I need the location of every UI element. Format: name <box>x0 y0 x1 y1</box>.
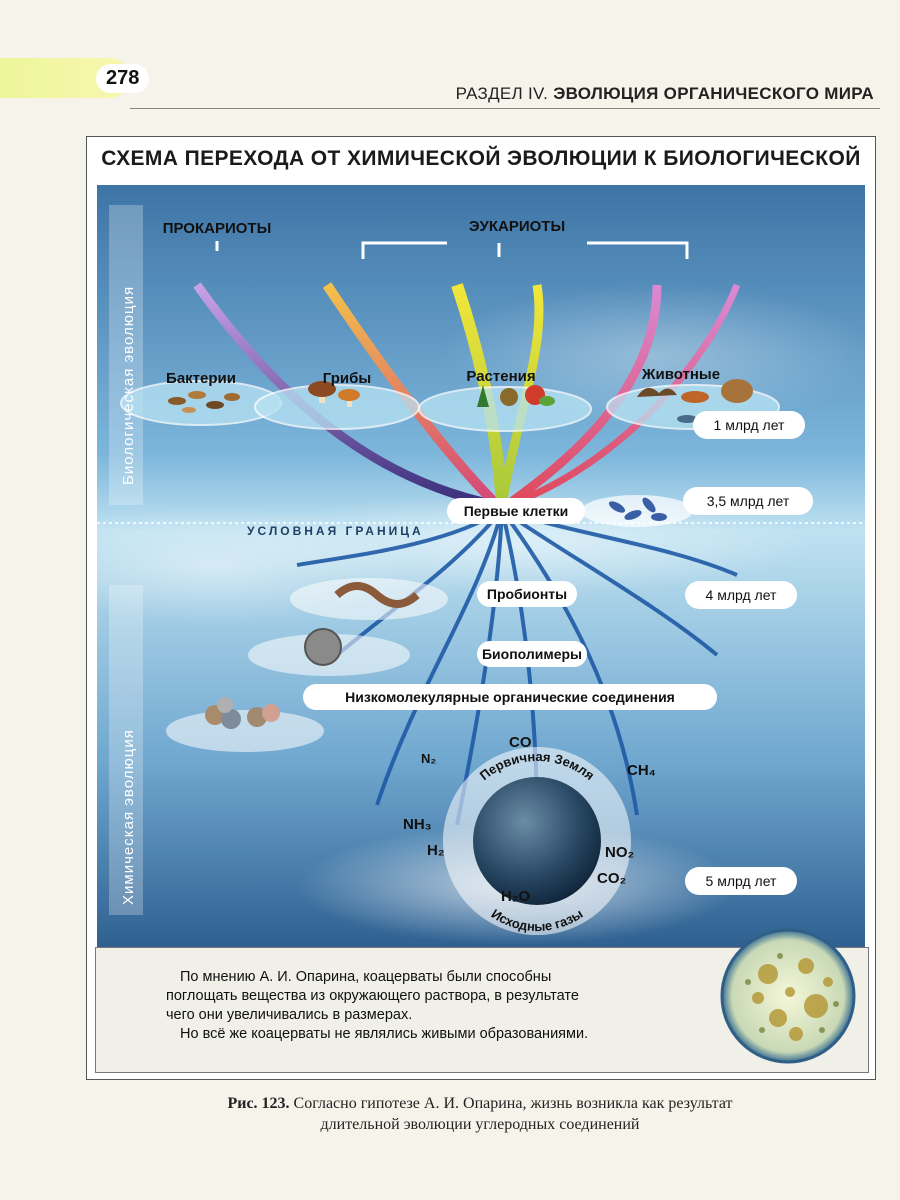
side-label-chemical: Химическая эволюция <box>120 729 137 905</box>
label-fungi: Грибы <box>323 370 371 387</box>
page-number: 278 <box>96 64 150 93</box>
section-name: ЭВОЛЮЦИЯ ОРГАНИЧЕСКОГО МИРА <box>553 84 874 103</box>
pill-first-cells <box>447 498 585 524</box>
gas-nh3: NH₃ <box>403 816 432 833</box>
label-animals: Животные <box>641 366 720 383</box>
header-rule <box>130 108 880 109</box>
note-line: По мнению А. И. Опарина, коацерваты были… <box>180 969 552 985</box>
gas-h2: H₂ <box>427 842 445 859</box>
gas-co2: CO₂ <box>597 870 626 887</box>
branch-plants-2 <box>497 284 544 506</box>
plant-icon <box>477 385 555 407</box>
caption-label: Рис. 123. <box>227 1095 290 1112</box>
branch-bacteria <box>193 282 498 510</box>
time-35: 3,5 млрд лет <box>707 493 790 509</box>
figure-caption: Рис. 123. Согласно гипотезе А. И. Опарин… <box>130 1093 830 1135</box>
evolution-diagram: ПРОКАРИОТЫ ЭУКАРИОТЫ Бактерии Грибы Раст… <box>97 185 865 955</box>
caption-line-1: Согласно гипотезе А. И. Опарина, жизнь в… <box>293 1095 733 1112</box>
time-1: 1 млрд лет <box>714 417 785 433</box>
side-label-biological: Биологическая эволюция <box>120 286 137 485</box>
evolution-scene: ПРОКАРИОТЫ ЭУКАРИОТЫ Бактерии Грибы Раст… <box>97 185 865 955</box>
platform-fungi <box>254 384 420 430</box>
biopolymers-icon <box>304 628 342 666</box>
gas-n2: N₂ <box>421 751 436 766</box>
note-line: Но всё же коацерваты не являлись живыми … <box>180 1026 589 1042</box>
oparin-note: По мнению А. И. Опарина, коацерваты были… <box>166 968 686 1044</box>
gas-no2: NO₂ <box>605 844 634 861</box>
bacteria-icon <box>168 391 240 413</box>
stage-probionts: Пробионты <box>487 586 567 602</box>
gas-co: CO <box>509 734 532 751</box>
time-5: 5 млрд лет <box>706 873 777 889</box>
pill-time-35 <box>683 487 813 515</box>
molecules-icon <box>205 697 280 729</box>
pill-time-5 <box>685 867 797 895</box>
molecules-ellipse <box>166 710 324 752</box>
chem-band <box>109 585 143 915</box>
time-4: 4 млрд лет <box>706 587 777 603</box>
label-bacteria: Бактерии <box>166 370 236 387</box>
caption-line-2: длительной эволюции углеродных соединени… <box>320 1116 640 1133</box>
first-cells-icon <box>608 497 667 521</box>
coacervate-icon <box>720 928 856 1064</box>
pill-time-4 <box>685 581 797 609</box>
earth-icon <box>473 777 601 905</box>
boundary-label: УСЛОВНАЯ ГРАНИЦА <box>247 524 424 538</box>
note-box: По мнению А. И. Опарина, коацерваты были… <box>95 928 869 1073</box>
animal-icon <box>637 379 753 423</box>
figure-frame: СХЕМА ПЕРЕХОДА ОТ ХИМИЧЕСКОЙ ЭВОЛЮЦИИ К … <box>86 136 876 1080</box>
mushroom-icon <box>308 381 360 407</box>
label-plants: Растения <box>466 368 535 385</box>
stage-low-molecular: Низкомолекулярные органические соединени… <box>345 689 675 705</box>
stage-biopolymers: Биополимеры <box>482 646 582 662</box>
probionts-ellipse <box>290 578 448 620</box>
stage-first-cells: Первые клетки <box>464 503 569 519</box>
pill-probionts <box>477 581 577 607</box>
gas-h2o: H₂O <box>501 888 530 905</box>
pill-low-molecular <box>303 684 717 710</box>
branch-animals <box>504 284 662 509</box>
gas-ch4: CH₄ <box>627 762 656 779</box>
pill-biopolymers <box>477 641 587 667</box>
probionts-icon <box>334 582 420 608</box>
pill-time-1 <box>693 411 805 439</box>
note-line: поглощать вещества из окружающего раство… <box>166 988 579 1004</box>
eukaryote-bracket <box>361 241 689 259</box>
figure-title: СХЕМА ПЕРЕХОДА ОТ ХИМИЧЕСКОЙ ЭВОЛЮЦИИ К … <box>101 147 861 170</box>
label-prokaryotes: ПРОКАРИОТЫ <box>163 220 272 237</box>
section-title: РАЗДЕЛ IV. ЭВОЛЮЦИЯ ОРГАНИЧЕСКОГО МИРА <box>456 84 874 104</box>
label-eukaryotes: ЭУКАРИОТЫ <box>469 218 565 235</box>
bio-band <box>109 205 143 505</box>
note-line: чего они увеличивались в размерах. <box>166 1007 413 1023</box>
section-prefix: РАЗДЕЛ IV. <box>455 84 549 103</box>
